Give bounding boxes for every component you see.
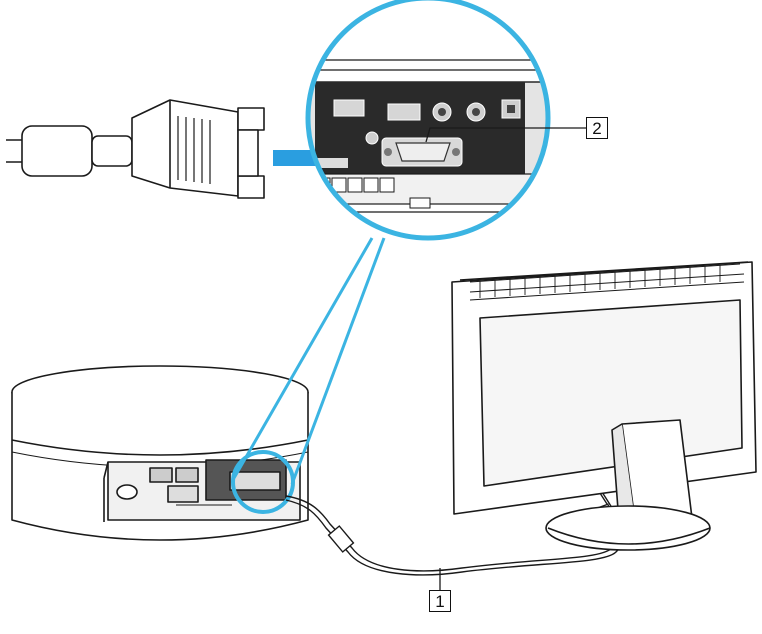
zoom-lines	[232, 237, 386, 485]
magnifier-circle	[305, 0, 551, 241]
leader-line-2	[425, 127, 586, 143]
vga-connector-plug	[6, 99, 265, 199]
callout-1: 1	[429, 590, 451, 612]
monitor	[451, 261, 757, 551]
callout-2: 2	[586, 117, 608, 139]
computer-unit	[11, 365, 309, 541]
